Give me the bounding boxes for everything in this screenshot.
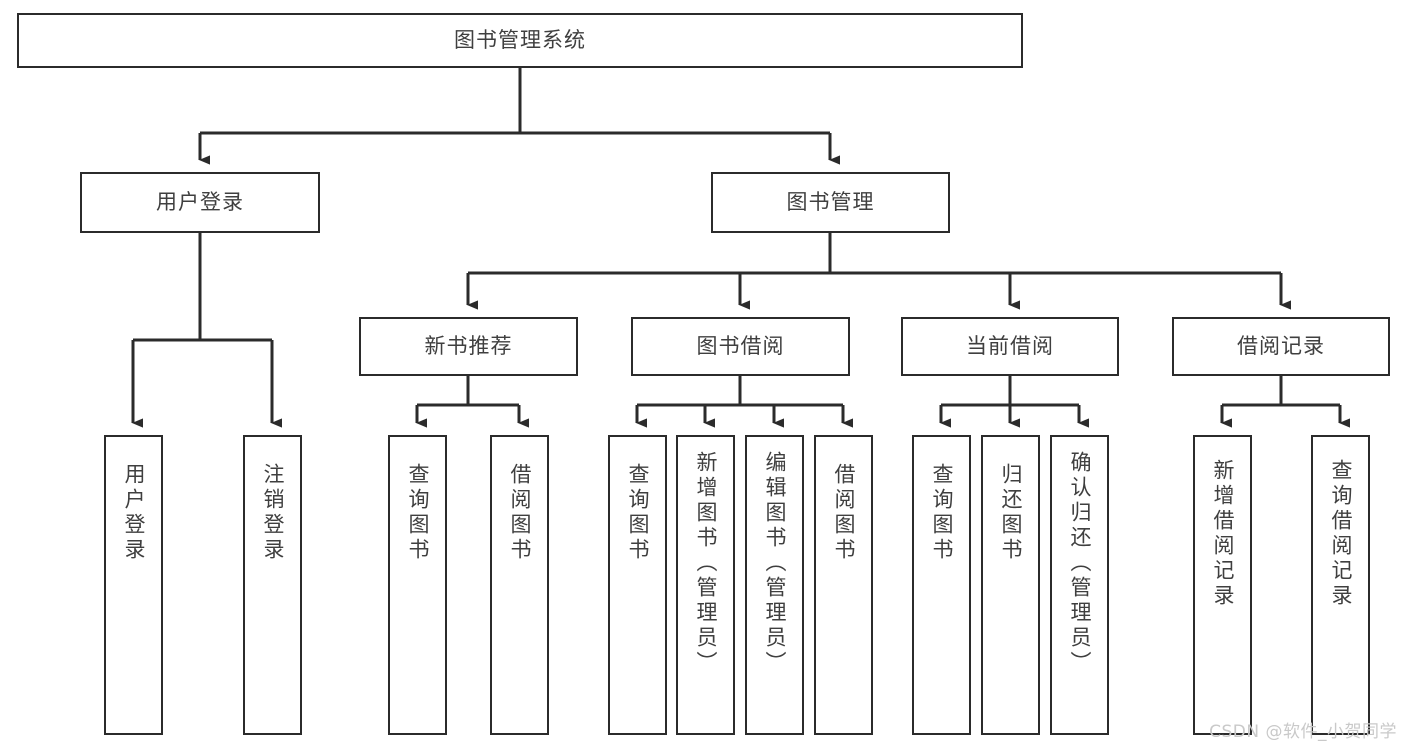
leaf-query-book-1-label: 查询图书 — [406, 463, 430, 563]
node-root-label: 图书管理系统 — [454, 28, 586, 53]
node-new-book-rec-label: 新书推荐 — [424, 334, 513, 359]
leaf-logout-label: 注销登录 — [261, 463, 285, 563]
leaf-query-record[interactable]: 查询借阅记录 — [1311, 435, 1370, 735]
leaf-user-login[interactable]: 用户登录 — [104, 435, 163, 735]
leaf-borrow-book-1-label: 借阅图书 — [508, 463, 532, 563]
node-user-login-label: 用户登录 — [156, 190, 244, 215]
node-book-manage-label: 图书管理 — [786, 190, 875, 215]
leaf-confirm-return[interactable]: 确认归还（管理员） — [1050, 435, 1109, 735]
leaf-return-book[interactable]: 归还图书 — [981, 435, 1040, 735]
leaf-add-record-label: 新增借阅记录 — [1211, 459, 1235, 609]
leaf-query-book-2-label: 查询图书 — [626, 463, 650, 563]
node-book-borrow-label: 图书借阅 — [696, 334, 785, 359]
leaf-confirm-return-label: 确认归还（管理员） — [1068, 451, 1092, 676]
node-current-borrow[interactable]: 当前借阅 — [901, 317, 1119, 376]
leaf-user-login-label: 用户登录 — [122, 463, 146, 563]
leaf-logout[interactable]: 注销登录 — [243, 435, 302, 735]
leaf-query-book-1[interactable]: 查询图书 — [388, 435, 447, 735]
node-borrow-record-label: 借阅记录 — [1237, 334, 1325, 359]
node-borrow-record[interactable]: 借阅记录 — [1172, 317, 1390, 376]
node-current-borrow-label: 当前借阅 — [966, 334, 1054, 359]
leaf-borrow-book-2-label: 借阅图书 — [832, 463, 856, 563]
leaf-add-book-label: 新增图书（管理员） — [694, 451, 718, 676]
leaf-query-book-3[interactable]: 查询图书 — [912, 435, 971, 735]
leaf-query-book-3-label: 查询图书 — [930, 463, 954, 563]
leaf-edit-book-label: 编辑图书（管理员） — [763, 451, 787, 676]
node-book-borrow[interactable]: 图书借阅 — [631, 317, 850, 376]
leaf-return-book-label: 归还图书 — [999, 463, 1023, 563]
node-book-manage[interactable]: 图书管理 — [711, 172, 950, 233]
node-user-login[interactable]: 用户登录 — [80, 172, 320, 233]
leaf-query-book-2[interactable]: 查询图书 — [608, 435, 667, 735]
leaf-query-record-label: 查询借阅记录 — [1329, 459, 1353, 609]
csdn-watermark: CSDN @软件_小贺同学 — [1209, 722, 1397, 742]
node-new-book-rec[interactable]: 新书推荐 — [359, 317, 578, 376]
leaf-borrow-book-2[interactable]: 借阅图书 — [814, 435, 873, 735]
node-root[interactable]: 图书管理系统 — [17, 13, 1023, 68]
leaf-add-record[interactable]: 新增借阅记录 — [1193, 435, 1252, 735]
leaf-borrow-book-1[interactable]: 借阅图书 — [490, 435, 549, 735]
leaf-add-book[interactable]: 新增图书（管理员） — [676, 435, 735, 735]
leaf-edit-book[interactable]: 编辑图书（管理员） — [745, 435, 804, 735]
